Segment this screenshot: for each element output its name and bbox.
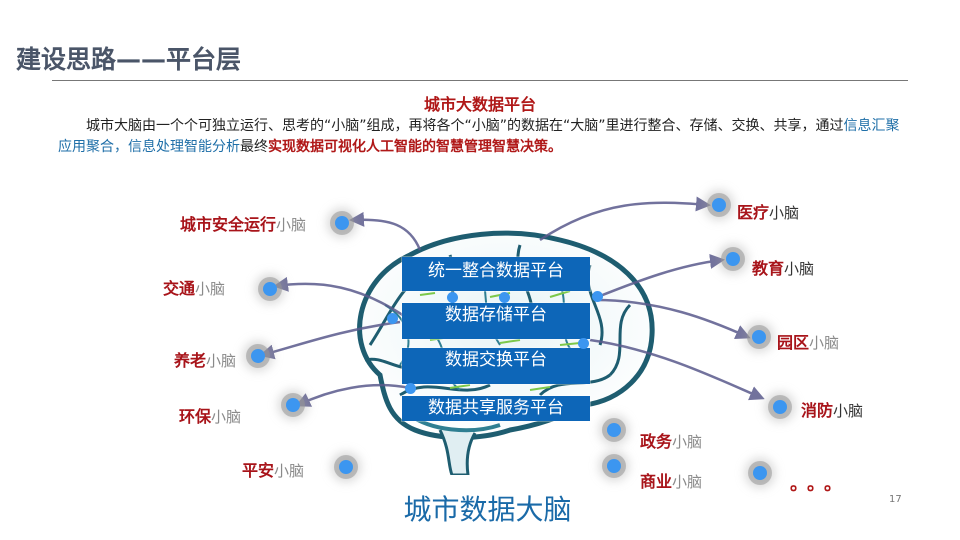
brain-port-dot: [387, 313, 398, 324]
brain-port-dot: [578, 338, 589, 349]
brain-port-dot: [592, 291, 603, 302]
brain-port-dot: [447, 292, 458, 303]
brain-port-dot: [405, 383, 416, 394]
node-park: [752, 330, 766, 344]
platform-exchange: 数据交换平台: [402, 348, 590, 384]
title-divider: [52, 80, 908, 81]
para-text-1: 城市大脑由一个个可独立运行、思考的“小脑”组成，再将各个“小脑”的数据在“大脑”…: [86, 118, 844, 134]
label-elderly-care: 养老小脑: [174, 351, 237, 370]
slide-title: 建设思路——平台层: [16, 45, 242, 74]
node-city-safety: [335, 216, 349, 230]
label-government: 政务小脑: [640, 432, 703, 451]
label-medical: 医疗小脑: [737, 203, 800, 222]
para-text-2: 最终: [240, 139, 268, 155]
node-commerce: [607, 459, 621, 473]
para-highlight-red: 实现数据可视化人工智能的智慧管理智慧决策。: [268, 139, 562, 155]
node-fire: [773, 400, 787, 414]
brain-caption: 城市数据大脑: [403, 493, 572, 526]
label-public-safety: 平安小脑: [242, 461, 305, 480]
node-more: [753, 466, 767, 480]
description-paragraph: 城市大脑由一个个可独立运行、思考的“小脑”组成，再将各个“小脑”的数据在“大脑”…: [58, 116, 908, 158]
label-traffic: 交通小脑: [163, 279, 226, 298]
node-public-safety: [339, 460, 353, 474]
node-traffic: [263, 282, 277, 296]
label-commerce: 商业小脑: [640, 472, 703, 491]
node-medical: [712, 198, 726, 212]
brain-port-dot: [499, 292, 510, 303]
node-environment: [286, 398, 300, 412]
page-number: 17: [889, 494, 902, 505]
platform-unified-integration: 统一整合数据平台: [402, 257, 590, 291]
platform-sharing-service: 数据共享服务平台: [402, 396, 590, 421]
node-elderly-care: [251, 349, 265, 363]
label-park: 园区小脑: [777, 333, 840, 352]
label-fire: 消防小脑: [801, 401, 864, 420]
label-environment: 环保小脑: [179, 407, 242, 426]
node-education: [726, 252, 740, 266]
section-subtitle: 城市大数据平台: [423, 95, 536, 114]
label-city-safety: 城市安全运行小脑: [180, 215, 307, 234]
ellipsis-more: 。。。: [790, 474, 850, 495]
para-highlight-blue: 信息汇聚应用聚合，信息处理智能分析: [58, 118, 900, 155]
label-education: 教育小脑: [752, 259, 815, 278]
node-government: [607, 423, 621, 437]
platform-storage: 数据存储平台: [402, 303, 590, 339]
